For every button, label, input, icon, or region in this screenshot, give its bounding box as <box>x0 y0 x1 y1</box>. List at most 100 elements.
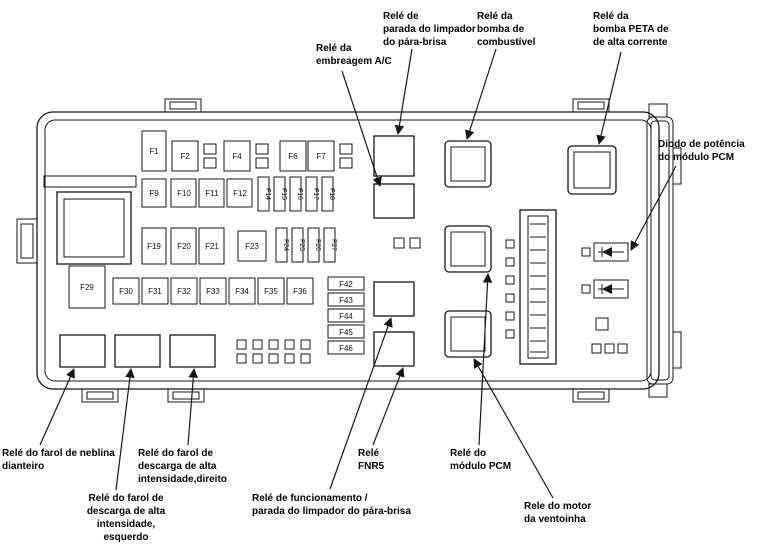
leader-pcm-module <box>478 273 493 446</box>
fuse-f9-label: F9 <box>149 189 159 198</box>
fuse-f29 <box>68 265 106 309</box>
fuse-f20-label: F20 <box>177 242 191 251</box>
leader-fuel-pump <box>465 48 497 140</box>
leader-pcm-diode <box>630 165 677 251</box>
fuse-f35-label: F35 <box>264 287 278 296</box>
callout-peta-pump-relay: Relé da bomba PETA de de alta corrente <box>593 11 669 48</box>
fuse-f18-label: F18 <box>328 188 335 200</box>
fuse-f34-label: F34 <box>235 287 249 296</box>
fuse-f1-label: F1 <box>149 147 159 156</box>
fuse-f9 <box>141 178 167 208</box>
bottom-tab-2 <box>167 388 205 403</box>
leader-ac-clutch <box>341 70 382 187</box>
fuse-f33 <box>199 277 227 305</box>
fuse-f11-label: F11 <box>205 189 219 198</box>
fuel-pump-relay <box>444 140 492 188</box>
fuse-f46 <box>327 340 365 355</box>
fuse-f6 <box>279 140 307 172</box>
fuse-f36 <box>286 277 314 305</box>
fuse-f26-label: F26 <box>314 239 321 251</box>
leader-hid-right <box>187 368 199 446</box>
hid-right-relay <box>169 334 216 368</box>
fuse-f32-label: F32 <box>177 287 191 296</box>
fuse-f4-label: F4 <box>232 152 242 161</box>
bottom-tab-1 <box>81 388 119 403</box>
fuse-f34 <box>228 277 256 305</box>
fuse-f45 <box>327 324 365 339</box>
wiper-run-relay <box>373 281 415 317</box>
leader-wiper-run <box>329 317 393 490</box>
fuse-f11 <box>198 178 225 208</box>
fuse-f25 <box>291 227 304 263</box>
fuse-f42-label: F42 <box>339 280 353 289</box>
fuse-row-3: F19 F20 F21 F23 F24 F25 F26 F27 <box>141 227 337 265</box>
leader-peta-pump <box>596 51 622 145</box>
fuse-f19-label: F19 <box>147 242 161 251</box>
callout-fan-motor-relay: Rele do motor da ventoinha <box>524 501 592 525</box>
callout-hid-right-relay: Relé do farol de descarga de alta intens… <box>138 448 227 485</box>
fuse-f4 <box>223 140 251 172</box>
callout-fnr5-relay: Relé FNR5 <box>358 448 385 472</box>
fuse-f33-label: F33 <box>206 287 220 296</box>
fuse-f25-label: F25 <box>298 239 305 251</box>
fuse-stack: F42 F43 F44 F45 F46 <box>327 276 365 355</box>
fuse-f16 <box>289 176 302 212</box>
fuse-row-4: F29 F30 F31 F32 F33 F34 F35 F36 <box>68 265 314 309</box>
fuse-f31-label: F31 <box>148 287 162 296</box>
leader-fan-motor <box>473 358 554 499</box>
fuse-f35 <box>257 277 285 305</box>
pcm-module-relay <box>444 225 492 273</box>
fuse-f43 <box>327 292 365 307</box>
fuse-f17 <box>305 176 318 212</box>
leader-fnr5 <box>372 367 405 446</box>
fuse-f10-label: F10 <box>177 189 191 198</box>
fuse-row-2: F9 F10 F11 F12 F14 F15 F16 F17 F18 <box>141 176 335 212</box>
fuse-f26 <box>307 227 320 263</box>
fuse-f6-label: F6 <box>288 152 298 161</box>
callout-hid-left-relay: Relé do farol de descarga de alta intens… <box>86 493 166 543</box>
fuse-f19 <box>141 227 167 265</box>
fuse-f43-label: F43 <box>339 296 353 305</box>
front-fog-relay <box>59 334 106 368</box>
fuse-f15 <box>273 176 286 212</box>
fuse-f27 <box>323 227 336 263</box>
fuse-f24 <box>275 227 288 263</box>
fuse-f44-label: F44 <box>339 312 353 321</box>
right-misc-components <box>591 317 628 354</box>
left-connector-block <box>43 175 137 265</box>
fuse-f36-label: F36 <box>293 287 307 296</box>
top-tab-right <box>572 98 610 113</box>
fnr5-relay <box>373 331 415 367</box>
fuse-f27-label: F27 <box>330 239 337 251</box>
ac-clutch-relay <box>373 183 415 219</box>
fuse-f30 <box>112 277 140 305</box>
hid-left-relay <box>114 334 161 368</box>
left-protrusion <box>16 218 38 264</box>
fuse-f12 <box>226 178 253 208</box>
fuse-f23 <box>237 230 267 262</box>
fuse-f21-label: F21 <box>205 242 219 251</box>
fuse-f45-label: F45 <box>339 328 353 337</box>
callout-front-fog-relay: Relé do farol de neblina dianteiro <box>2 448 115 472</box>
fuse-f24-label: F24 <box>282 239 289 251</box>
callout-fuel-pump-relay: Relé da bomba de combustível <box>477 11 536 48</box>
pcm-power-diode-1 <box>581 242 629 262</box>
connector-strip <box>505 209 557 365</box>
callout-pcm-module-relay: Relé do módulo PCM <box>450 448 512 472</box>
callout-ac-clutch-relay: Relé da embreagem A/C <box>316 43 392 67</box>
fuse-f14-label: F14 <box>264 188 271 200</box>
fuse-f44 <box>327 308 365 323</box>
fuse-row-1: F1 F2 F4 F6 F7 <box>141 130 353 172</box>
pcm-power-diode-2 <box>581 279 629 299</box>
fuse-f16-label: F16 <box>296 188 303 200</box>
fuse-f7-label: F7 <box>316 152 326 161</box>
leader-lines <box>39 48 677 499</box>
fuse-f2 <box>171 140 199 172</box>
fuse-f21 <box>198 227 225 265</box>
callout-pcm-diode: Diodo de potência do módulo PCM <box>658 139 745 163</box>
fuse-f14 <box>257 176 270 212</box>
leader-front-fog <box>39 368 75 446</box>
bottom-tab-3 <box>572 388 610 403</box>
fuse-f12-label: F12 <box>233 189 247 198</box>
fuse-f1 <box>141 130 167 172</box>
